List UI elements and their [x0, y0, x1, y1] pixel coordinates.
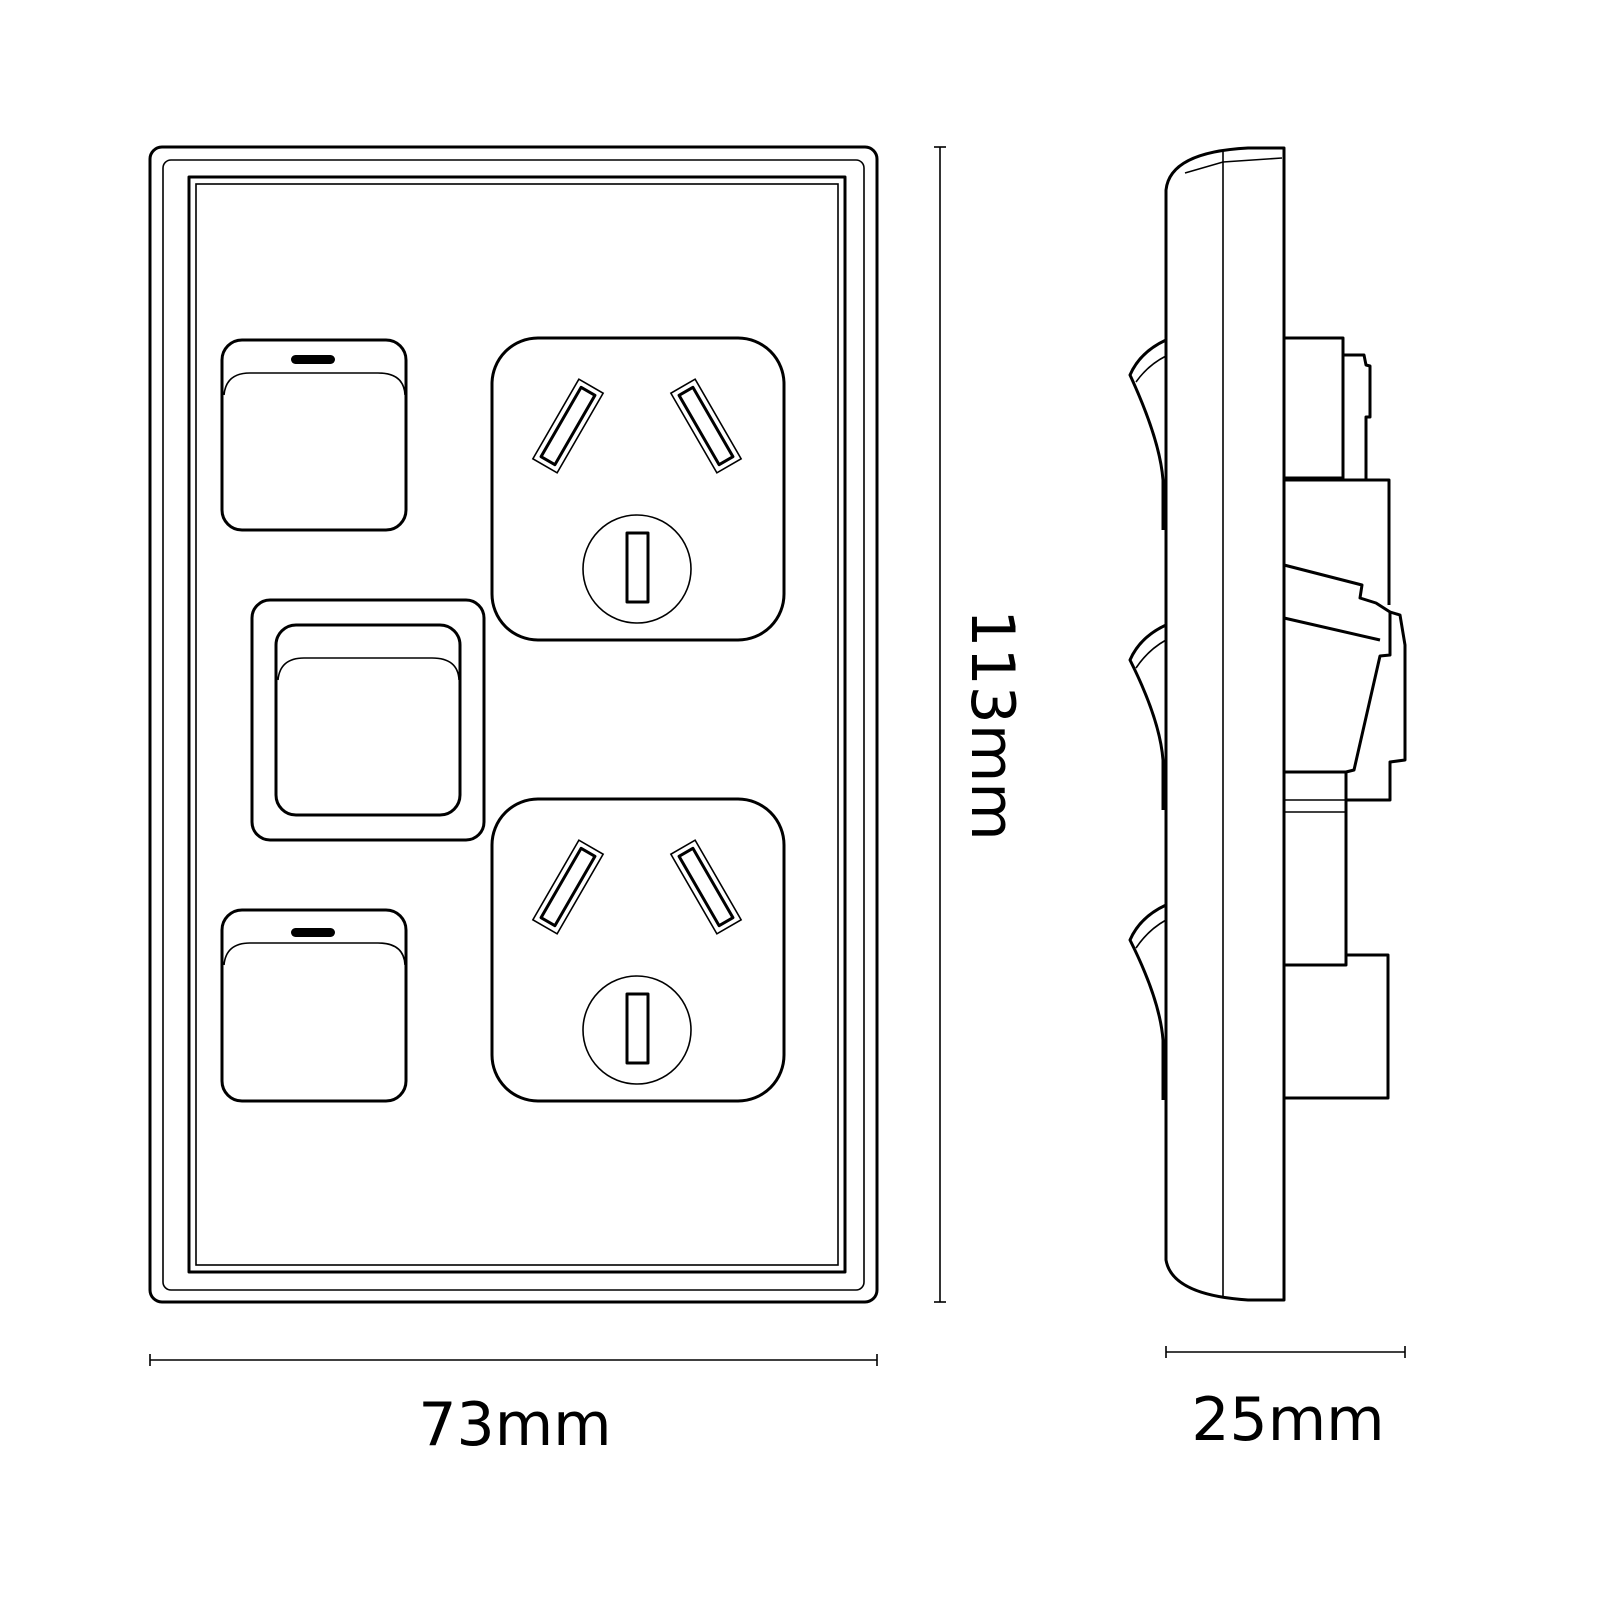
side-view	[1128, 146, 1407, 1302]
indicator-light	[291, 928, 335, 937]
indicator-light	[291, 355, 335, 364]
middle-switch	[250, 598, 486, 842]
height-label: 113mm	[957, 609, 1027, 840]
plate-outer	[148, 145, 879, 1304]
height-dimension-line	[934, 146, 946, 1303]
bottom-socket	[490, 797, 786, 1103]
width-label: 73mm	[418, 1390, 611, 1460]
depth-dimension-line	[1165, 1346, 1406, 1358]
top-switch	[220, 338, 408, 532]
top-socket	[490, 336, 786, 642]
plate-inner	[187, 175, 847, 1274]
bottom-switch	[220, 908, 408, 1103]
plate-bevel	[162, 159, 865, 1291]
depth-label: 25mm	[1191, 1385, 1384, 1455]
width-dimension-line	[149, 1354, 878, 1366]
plate-inner-line	[195, 183, 839, 1266]
front-view	[148, 145, 879, 1304]
